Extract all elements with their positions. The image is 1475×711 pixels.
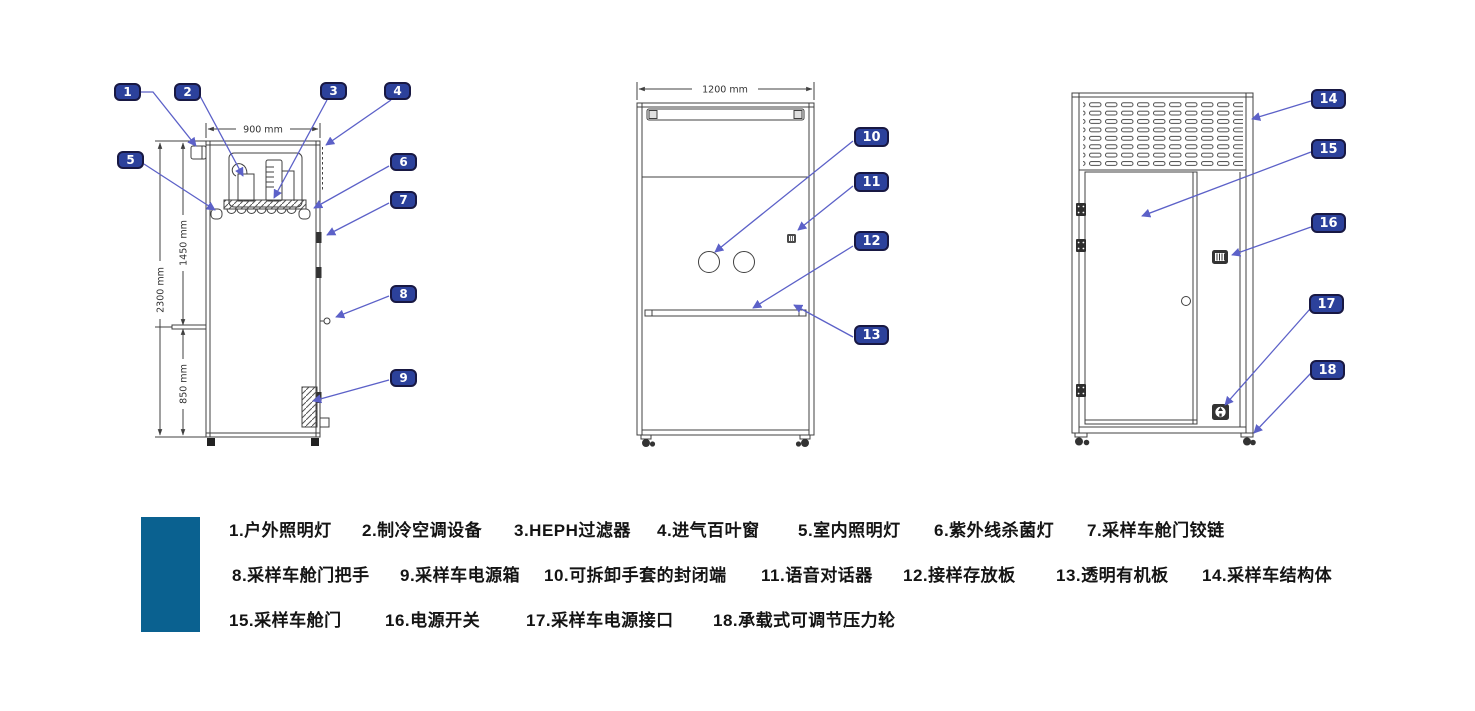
callout-badge-13: 13 [854, 325, 889, 345]
callout-badge-15: 15 [1311, 139, 1346, 159]
legend-item-12: 12.接样存放板 [903, 566, 1016, 585]
sample-shelf [644, 309, 807, 317]
legend-item-9: 9.采样车电源箱 [400, 566, 521, 585]
legend-item-11: 11.语音对话器 [761, 566, 873, 585]
door-hinge-mark [316, 267, 322, 278]
front-view-drawing: 1200 mm [636, 82, 815, 447]
door-hinge-mark [316, 232, 322, 243]
callout-badge-16: 16 [1311, 213, 1346, 233]
callout-badge-14: 14 [1311, 89, 1346, 109]
dim-side-total-height: 2300 mm [156, 267, 167, 313]
callout-badge-5: 5 [117, 151, 144, 169]
legend-item-16: 16.电源开关 [385, 611, 481, 630]
coolant-tank [265, 159, 283, 202]
door-knob [1181, 296, 1191, 306]
legend-item-7: 7.采样车舱门铰链 [1087, 521, 1225, 540]
legend-item-2: 2.制冷空调设备 [362, 521, 483, 540]
uv-lamp [298, 208, 311, 220]
callout-badge-18: 18 [1310, 360, 1345, 380]
power-socket [1212, 404, 1229, 420]
outdoor-light [190, 145, 207, 160]
glove-port [733, 251, 755, 273]
legend-item-18: 18.承载式可调节压力轮 [713, 611, 896, 630]
legend-item-4: 4.进气百叶窗 [657, 521, 760, 540]
callout-badge-11: 11 [854, 172, 889, 192]
top-roller-bar [646, 108, 805, 121]
callout-badge-4: 4 [384, 82, 411, 100]
callout-badge-12: 12 [854, 231, 889, 251]
dim-side-upper-height: 1450 mm [179, 220, 190, 266]
power-box [301, 386, 318, 428]
glove-port [698, 251, 720, 273]
hepa-filter [223, 199, 307, 210]
callout-badge-3: 3 [320, 82, 347, 100]
callout-badge-10: 10 [854, 127, 889, 147]
callout-leader-lines [141, 91, 1312, 434]
rear-view-drawing [1071, 92, 1256, 446]
callout-badge-1: 1 [114, 83, 141, 101]
legend-item-15: 15.采样车舱门 [229, 611, 342, 630]
caster-wheel [1074, 432, 1256, 446]
caster-wheel [311, 438, 319, 446]
legend-item-6: 6.紫外线杀菌灯 [934, 521, 1055, 540]
legend-item-10: 10.可拆卸手套的封闭端 [544, 566, 727, 585]
accent-block [141, 517, 200, 632]
legend-item-3: 3.HEPH过滤器 [514, 521, 631, 540]
dim-front-width: 1200 mm [702, 85, 748, 96]
cabin-door [1084, 171, 1198, 425]
callout-badge-7: 7 [390, 191, 417, 209]
legend-item-14: 14.采样车结构体 [1202, 566, 1333, 585]
legend-item-8: 8.采样车舱门把手 [232, 566, 370, 585]
dim-side-lower-height: 850 mm [179, 364, 190, 404]
caster-wheel [640, 434, 811, 447]
callout-badge-17: 17 [1309, 294, 1344, 314]
dim-side-width: 900 mm [243, 125, 283, 136]
power-switch [1212, 250, 1228, 264]
callout-badge-9: 9 [390, 369, 417, 387]
callout-badge-8: 8 [390, 285, 417, 303]
legend-item-5: 5.室内照明灯 [798, 521, 901, 540]
indoor-light [210, 208, 223, 220]
legend-item-13: 13.透明有机板 [1056, 566, 1169, 585]
side-view-drawing: 900 mm 2300 mm 1450 mm 850 mm [152, 122, 331, 446]
callout-badge-2: 2 [174, 83, 201, 101]
callout-badge-6: 6 [390, 153, 417, 171]
compressor-box [237, 173, 255, 202]
caster-wheel [207, 438, 215, 446]
door-handle-side [171, 324, 207, 330]
door-knob-side [323, 317, 331, 325]
legend-item-17: 17.采样车电源接口 [526, 611, 674, 630]
voice-intercom [787, 234, 796, 243]
vent-louver-grid [1083, 101, 1243, 167]
legend-item-1: 1.户外照明灯 [229, 521, 332, 540]
